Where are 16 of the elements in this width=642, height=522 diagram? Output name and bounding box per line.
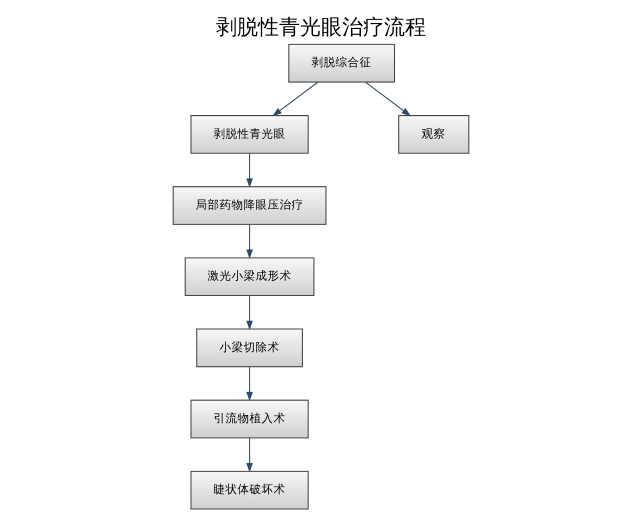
arrow — [272, 82, 318, 116]
node-box: 激光小梁成形术 — [184, 257, 314, 296]
arrow — [366, 82, 411, 116]
arrow — [246, 438, 253, 472]
node-box: 睫状体破坏术 — [190, 470, 309, 510]
diagram-title: 剥脱性青光眼治疗流程 — [216, 14, 426, 39]
arrow — [246, 367, 253, 402]
arrow — [246, 296, 253, 330]
node-box: 局部药物降眼压治疗 — [172, 186, 326, 225]
node-box: 剥脱性青光眼 — [190, 115, 309, 154]
arrow — [246, 154, 253, 188]
arrow — [246, 224, 253, 259]
node-box: 小梁切除术 — [196, 328, 303, 368]
node-box: 观察 — [398, 115, 470, 154]
node-box: 剥脱综合征 — [288, 44, 396, 83]
node-box: 引流物植入术 — [190, 400, 309, 438]
